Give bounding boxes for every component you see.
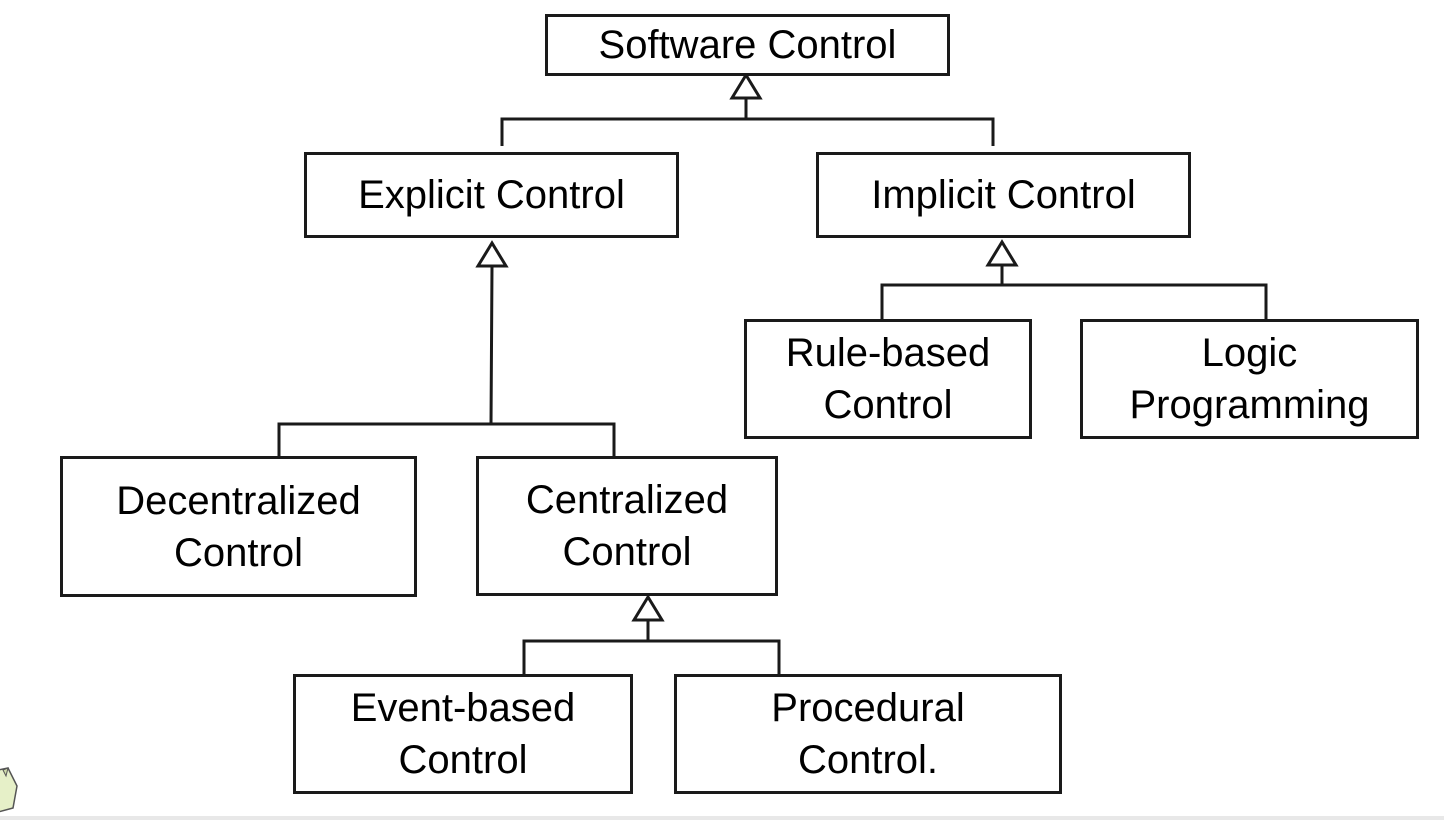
inheritance-arrow-explicit: [475, 240, 509, 268]
node-label: Explicit Control: [358, 173, 625, 217]
node-decentralized-control: Decentralized Control: [60, 456, 417, 597]
node-event-based-control: Event-based Control: [293, 674, 633, 794]
node-label: Software Control: [598, 23, 897, 67]
note-icon: [0, 767, 18, 813]
node-implicit-control: Implicit Control: [816, 152, 1191, 238]
node-logic-programming: Logic Programming: [1080, 319, 1419, 439]
inheritance-arrow-centralized: [631, 594, 665, 622]
connector-implicit-children: [880, 265, 1268, 320]
node-label-line2: Control: [174, 530, 303, 575]
bottom-strip: [0, 816, 1444, 820]
connector-software-children: [500, 98, 995, 146]
node-label-line2: Control.: [797, 738, 939, 782]
node-label-line1: Centralized: [525, 478, 729, 522]
node-label-line1: Event-based: [350, 686, 576, 730]
node-software-control: Software Control: [545, 14, 950, 76]
inheritance-arrow-implicit: [985, 239, 1019, 267]
node-rule-based-control: Rule-based Control: [744, 319, 1032, 439]
node-label-line1: Logic: [1201, 331, 1298, 375]
node-label: Implicit Control: [871, 173, 1136, 217]
inheritance-arrow-software: [729, 72, 763, 100]
connector-centralized-children: [522, 620, 781, 674]
node-label-line2: Control: [823, 383, 953, 427]
node-label-line1: Procedural: [771, 686, 965, 730]
node-label-line2: Control: [398, 738, 528, 782]
node-procedural-control: Procedural Control.: [674, 674, 1062, 794]
node-label-line2: Programming: [1129, 383, 1370, 427]
connector-explicit-children: [277, 265, 616, 456]
node-label-line1: Rule-based: [785, 331, 991, 375]
node-centralized-control: Centralized Control: [476, 456, 778, 596]
node-explicit-control: Explicit Control: [304, 152, 679, 238]
node-label-line2: Control: [562, 530, 692, 574]
node-label-line1: Decentralized: [116, 478, 361, 523]
